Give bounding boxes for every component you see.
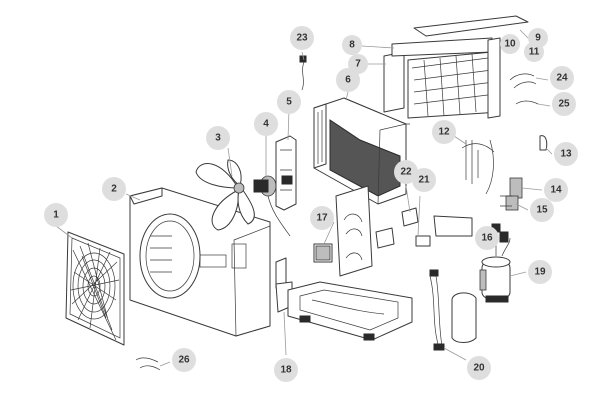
callout-15: 15 (530, 198, 554, 222)
callout-23: 23 (290, 26, 314, 50)
callout-18: 18 (274, 358, 298, 382)
wiring-harness-part (429, 269, 445, 351)
insulation-shell-part (451, 292, 477, 343)
callout-label: 25 (558, 99, 570, 110)
side-plate-part (383, 51, 405, 113)
callout-26: 26 (172, 348, 196, 372)
callout-label: 16 (481, 233, 493, 244)
callout-label: 19 (534, 267, 546, 278)
callout-label: 6 (345, 75, 351, 86)
callout-7: 7 (348, 54, 368, 74)
control-board-part (335, 185, 373, 277)
callout-5: 5 (277, 90, 301, 114)
callout-label: 21 (418, 175, 430, 186)
callout-17: 17 (310, 206, 334, 230)
callout-label: 11 (529, 47, 540, 58)
callout-label: 3 (215, 133, 221, 144)
callout-label: 24 (556, 73, 568, 84)
callout-24: 24 (550, 66, 574, 90)
callout-12: 12 (432, 120, 456, 144)
callout-label: 18 (280, 365, 292, 376)
motor-bracket-part (275, 135, 297, 211)
callout-14: 14 (544, 178, 568, 202)
drain-cable-part (135, 357, 161, 371)
callout-3: 3 (206, 126, 230, 150)
callout-label: 23 (296, 33, 308, 44)
callout-11: 11 (524, 42, 544, 62)
callout-label: 15 (536, 205, 548, 216)
capacitor-part (313, 243, 333, 263)
callout-label: 12 (438, 127, 450, 138)
callout-21: 21 (412, 168, 436, 192)
callout-label: 17 (316, 213, 328, 224)
callout-6: 6 (336, 68, 360, 92)
condenser-coil-part (313, 97, 410, 205)
callout-22: 22 (394, 160, 418, 184)
callout-label: 22 (400, 167, 412, 178)
callout-19: 19 (528, 260, 552, 284)
compressor-part (479, 237, 511, 303)
grille-part (65, 231, 125, 346)
callout-label: 8 (349, 40, 355, 51)
sensor-cables-part (509, 73, 539, 105)
callout-25: 25 (552, 92, 576, 116)
callout-label: 1 (53, 210, 59, 221)
callout-label: 7 (355, 59, 361, 70)
callout-20: 20 (467, 356, 491, 380)
callout-4: 4 (254, 112, 278, 136)
callout-8: 8 (342, 35, 362, 55)
callout-label: 9 (535, 33, 541, 44)
callout-label: 26 (178, 355, 190, 366)
callout-label: 4 (263, 119, 269, 130)
callout-label: 20 (473, 363, 485, 374)
callout-13: 13 (554, 142, 578, 166)
callout-2: 2 (102, 177, 126, 201)
callout-label: 10 (504, 39, 516, 50)
base-pan-part (287, 281, 413, 341)
callout-10: 10 (500, 34, 520, 54)
valve-parts (491, 135, 548, 243)
callout-label: 5 (286, 97, 292, 108)
top-panel-part (391, 15, 529, 119)
small-electrical-parts (375, 207, 473, 249)
callout-1: 1 (44, 203, 68, 227)
leader-lines (55, 29, 553, 367)
front-panel-part (129, 187, 271, 337)
callout-label: 13 (560, 149, 572, 160)
callout-label: 2 (111, 184, 117, 195)
callout-label: 14 (550, 185, 562, 196)
fan-motor-part (253, 175, 291, 237)
pipe-assembly-part (461, 139, 495, 195)
sensor-23-part (299, 55, 307, 91)
callout-16: 16 (475, 226, 499, 250)
